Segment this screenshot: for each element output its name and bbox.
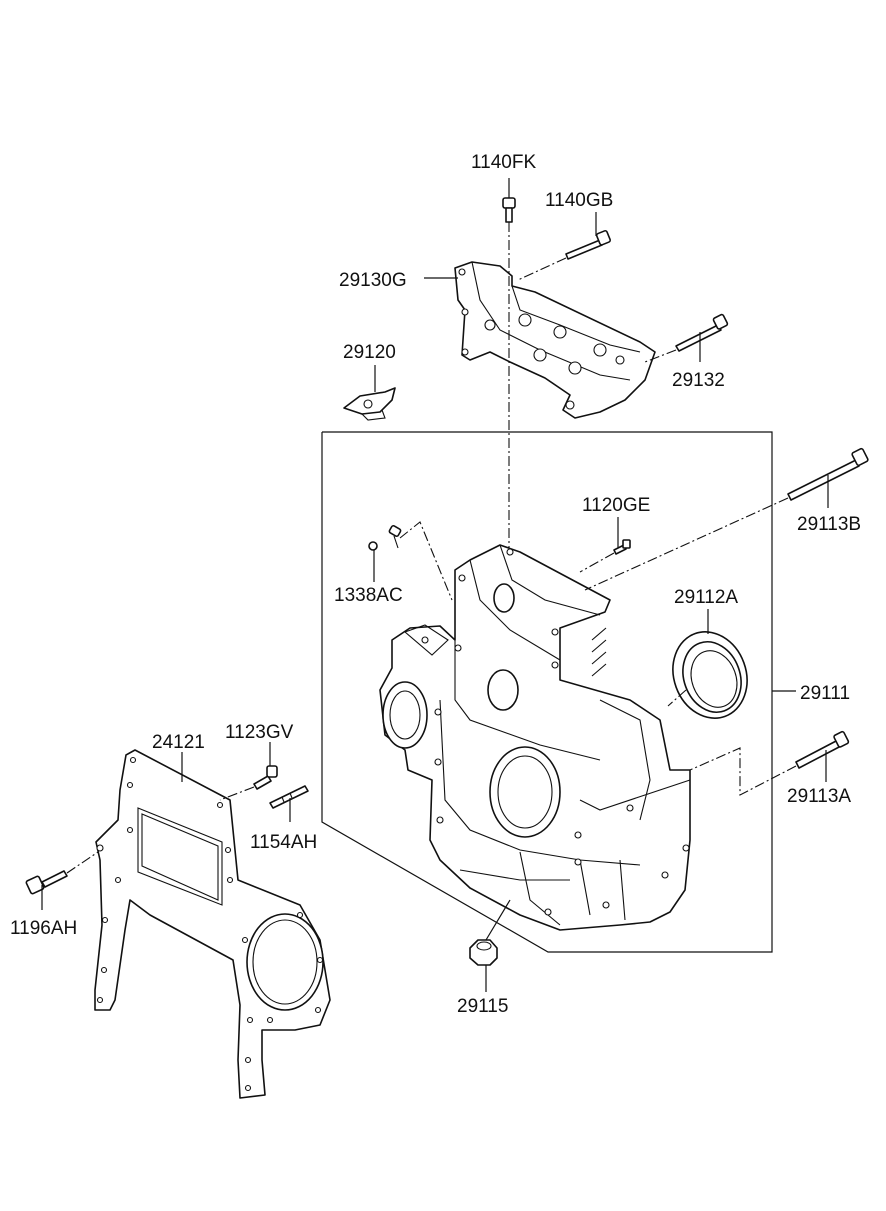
- callout-1140gb: 1140GB: [545, 190, 613, 211]
- callout-1140fk: 1140FK: [471, 152, 536, 173]
- bolt-part-29132: [675, 313, 729, 352]
- callout-29130g: 29130G: [339, 270, 407, 291]
- callout-29113a: 29113A: [787, 786, 851, 807]
- gasket-part-24121: [94, 749, 331, 1099]
- callout-29115: 29115: [457, 996, 508, 1017]
- case-part-29111: [379, 544, 691, 931]
- bracket-part-29130g: [454, 261, 656, 419]
- assembly-frame: [321, 431, 773, 953]
- callout-1123gv: 1123GV: [225, 722, 294, 743]
- callout-labels: 1140FK 1140GB 29130G 29120 29132 1120GE …: [10, 152, 861, 1017]
- callout-1154ah: 1154AH: [250, 832, 317, 853]
- seal-part-29112a: [672, 631, 748, 719]
- callout-29112a: 29112A: [674, 587, 738, 608]
- alignment-lines: [66, 222, 797, 874]
- callout-1196ah: 1196AH: [10, 918, 77, 939]
- callout-24121: 24121: [152, 732, 205, 753]
- callout-29111: 29111: [800, 683, 850, 704]
- bolt-part-29113b: [787, 447, 869, 501]
- leader-lines: [41, 178, 829, 992]
- bolt-part-1123gv: [253, 765, 278, 790]
- bolt-part-1140fk: [502, 197, 516, 223]
- callout-29113b: 29113B: [797, 514, 861, 535]
- plug-part-29115: [469, 939, 498, 966]
- mount-part-29120: [343, 387, 396, 421]
- pin-part-1338ac: [368, 524, 402, 551]
- callout-1338ac: 1338AC: [334, 585, 403, 606]
- bolt-part-1196ah: [25, 870, 68, 895]
- callout-29120: 29120: [343, 342, 396, 363]
- callout-1120ge: 1120GE: [582, 495, 650, 516]
- stud-part-1154ah: [269, 785, 309, 809]
- bolt-part-1140gb: [565, 229, 612, 260]
- callout-29132: 29132: [672, 370, 725, 391]
- bolt-part-1120ge: [613, 539, 631, 555]
- bolt-part-29113a: [795, 730, 850, 769]
